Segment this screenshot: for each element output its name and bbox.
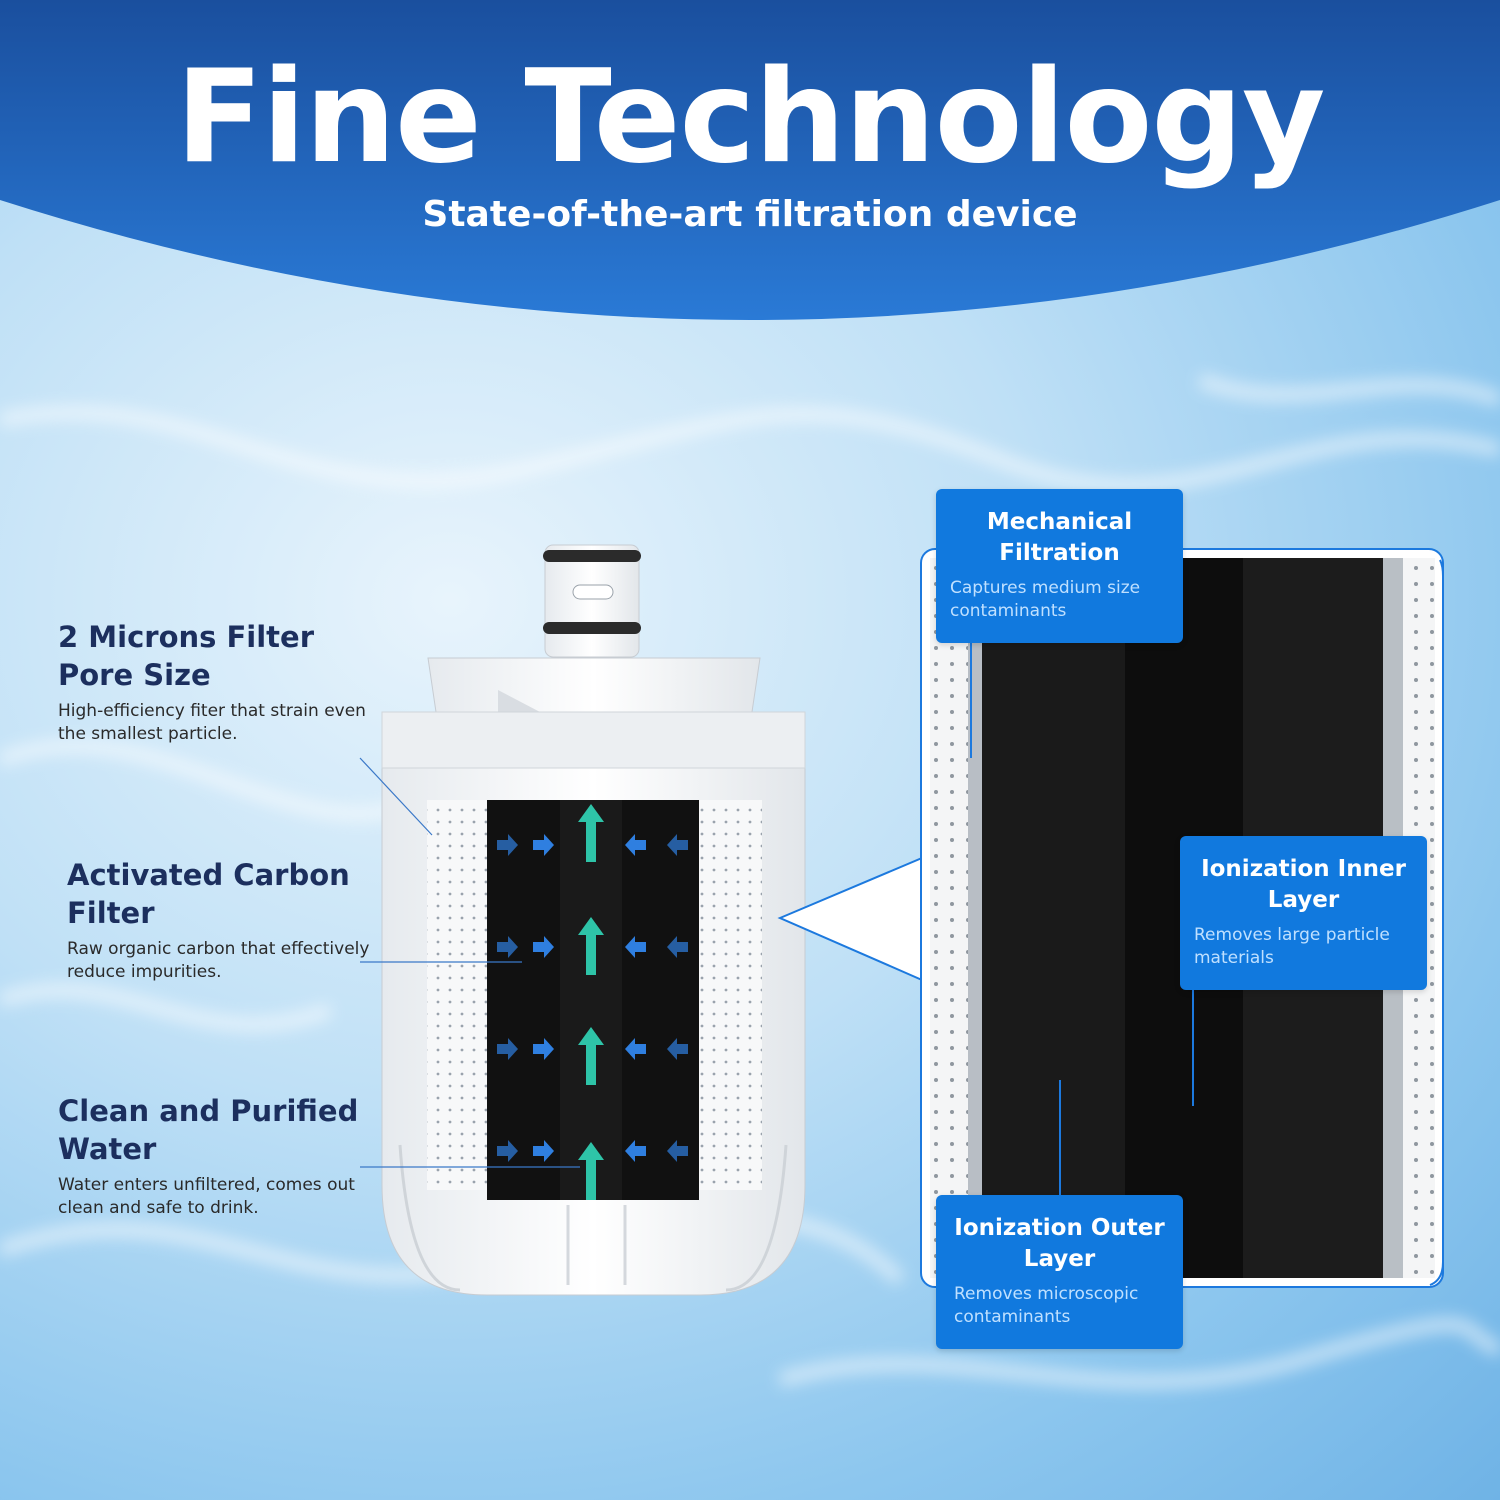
layer-title: Ionization Outer Layer bbox=[954, 1215, 1165, 1272]
inflow-arrows bbox=[497, 834, 688, 1162]
layer-description: Captures medium size contaminants bbox=[950, 578, 1141, 621]
upflow-arrows bbox=[578, 804, 604, 1200]
feature-description: Raw organic carbon that effectively redu… bbox=[67, 939, 370, 982]
feature-pore-size: 2 Microns Filter Pore Size High-efficien… bbox=[58, 618, 378, 746]
layer-card-outer: Ionization Outer Layer Removes microscop… bbox=[936, 1195, 1183, 1349]
feature-description: High-efficiency fiter that strain even t… bbox=[58, 701, 366, 744]
feature-title: 2 Microns Filter Pore Size bbox=[58, 620, 315, 692]
feature-activated-carbon: Activated Carbon Filter Raw organic carb… bbox=[67, 856, 387, 984]
layer-card-inner: Ionization Inner Layer Removes large par… bbox=[1180, 836, 1427, 990]
layer-title: Ionization Inner Layer bbox=[1201, 856, 1406, 913]
page-subtitle: State-of-the-art filtration device bbox=[422, 194, 1078, 235]
layer-leaders bbox=[970, 642, 1194, 1195]
page-title: Fine Technology bbox=[175, 43, 1326, 192]
leader-lines bbox=[359, 757, 580, 1168]
layer-description: Removes microscopic contaminants bbox=[954, 1284, 1139, 1327]
feature-description: Water enters unfiltered, comes out clean… bbox=[58, 1175, 355, 1218]
feature-title: Clean and Purified Water bbox=[58, 1094, 359, 1166]
feature-title: Activated Carbon Filter bbox=[67, 858, 350, 930]
cartridge-body bbox=[381, 711, 806, 1296]
feature-clean-water: Clean and Purified Water Water enters un… bbox=[58, 1092, 378, 1220]
layer-card-mechanical: Mechanical Filtration Captures medium si… bbox=[936, 489, 1183, 643]
layer-description: Removes large particle materials bbox=[1194, 925, 1390, 968]
header-band bbox=[0, 0, 1500, 320]
cartridge-head bbox=[427, 544, 761, 713]
layer-title: Mechanical Filtration bbox=[986, 509, 1133, 566]
